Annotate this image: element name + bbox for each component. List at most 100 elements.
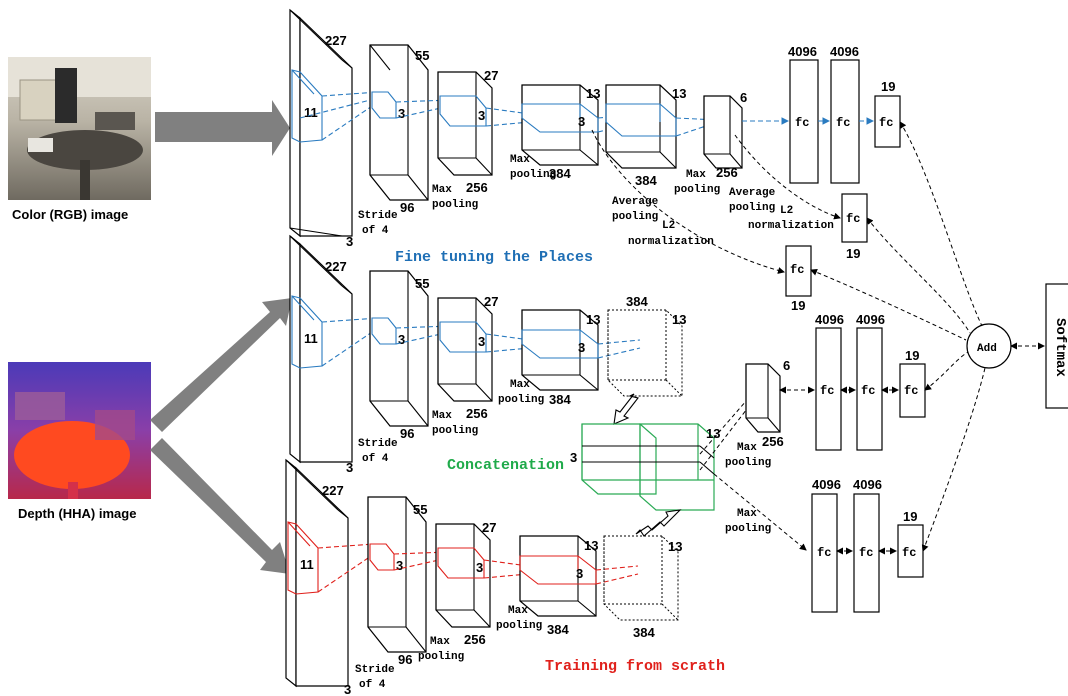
- concat-fc1: [815, 327, 842, 451]
- hha1-conv4-size: 13: [586, 312, 600, 327]
- concat-fc2-label: fc: [861, 384, 875, 398]
- rgb-conv5-channels: 384: [635, 173, 657, 188]
- scratch-fc1-size: 4096: [812, 477, 841, 492]
- hha2-input-size: 227: [322, 483, 344, 498]
- hha2-conv3-size: 27: [482, 520, 496, 535]
- hha1-conv2-size: 55: [415, 276, 429, 291]
- hha1-conv2-channels: 96: [400, 426, 414, 441]
- hha1-pool1-pooling: pooling: [432, 425, 478, 437]
- hha2-conv3-kernel: 3: [476, 560, 483, 575]
- hha1-conv5-size: 13: [672, 312, 686, 327]
- rgb-pool1-pooling: pooling: [432, 199, 478, 211]
- hha1-conv4-channels: 384: [549, 392, 571, 407]
- hha2-input-channels: 3: [344, 682, 351, 696]
- hha2-stride-2: of 4: [359, 679, 386, 691]
- softmax-box: [1045, 283, 1068, 409]
- rgb-fc2: [830, 59, 860, 184]
- rgb-pool-channels: 256: [716, 165, 738, 180]
- hha1-pool2-max: Max: [510, 379, 530, 391]
- hha1-stride-1: Stride: [358, 438, 398, 450]
- rgb-conv4-channels: 384: [549, 166, 571, 181]
- rgb-avgpool-pooling: pooling: [729, 202, 775, 214]
- scratch-fc3-size: 19: [903, 509, 917, 524]
- rgb-pool1-max: Max: [432, 184, 452, 196]
- rgb-pool2-max: Max: [510, 154, 530, 166]
- softmax-label: Softmax: [1052, 318, 1068, 377]
- rgb-fc1-label: fc: [795, 116, 809, 130]
- hha-finetune-network: 227 11 3 Stride of 4 55 3 96 Max pooling…: [289, 234, 686, 475]
- rgb-avg2-pooling: pooling: [612, 211, 658, 223]
- hha1-conv5-channels: 384: [626, 294, 648, 309]
- hha1-conv3-size: 27: [484, 294, 498, 309]
- rgb-side-fc-b-label: fc: [790, 263, 804, 277]
- concat-pool-pooling-b: pooling: [725, 523, 771, 535]
- rgb-conv3-size: 27: [484, 68, 498, 83]
- hha2-conv4-kernel: 3: [576, 566, 583, 581]
- concat-fc1-size: 4096: [815, 312, 844, 327]
- hha2-pool1-pooling: pooling: [418, 651, 464, 663]
- hha2-conv2-size: 55: [413, 502, 427, 517]
- hha2-stride-1: Stride: [355, 664, 395, 676]
- concatenation-title: Concatenation: [447, 457, 564, 474]
- rgb-pool3-max: Max: [686, 169, 706, 181]
- hha1-input-size: 227: [325, 259, 347, 274]
- hha2-pool2-max: Max: [508, 605, 528, 617]
- hha2-conv5-channels: 384: [633, 625, 655, 640]
- hha-lower-arrow: [150, 438, 290, 574]
- concat-fc3-size: 19: [905, 348, 919, 363]
- hha2-conv4-channels: 384: [547, 622, 569, 637]
- rgb-side-fc-b: [785, 245, 812, 297]
- add-label: Add: [977, 343, 997, 355]
- hha2-conv4-size: 13: [584, 538, 598, 553]
- rgb-fc3-size: 19: [881, 79, 895, 94]
- rgb-conv5-size: 13: [672, 86, 686, 101]
- scratch-fc2: [853, 493, 880, 613]
- rgb-pool2-pooling: pooling: [510, 169, 556, 181]
- rgb-conv3-channels: 256: [466, 180, 488, 195]
- rgb-side-fc-b-size: 19: [791, 298, 805, 313]
- hha1-conv2-kernel: 3: [398, 332, 405, 347]
- hha2-pool2-pooling: pooling: [496, 620, 542, 632]
- rgb-conv3-kernel: 3: [478, 108, 485, 123]
- hha1-pool2-pooling: pooling: [498, 394, 544, 406]
- hha2-conv5-size: 13: [668, 539, 682, 554]
- rgb-side-fc-a-label: fc: [846, 212, 860, 226]
- hha1-conv3-channels: 256: [466, 406, 488, 421]
- color-image: [8, 57, 151, 200]
- scratch-fc1-label: fc: [817, 546, 831, 560]
- fine-tuning-title: Fine tuning the Places: [395, 249, 593, 266]
- rgb-fc1-size: 4096: [788, 44, 817, 59]
- scratch-fc3-label: fc: [902, 546, 916, 560]
- training-title: Training from scrath: [545, 658, 725, 675]
- hha1-conv4-kernel: 3: [578, 340, 585, 355]
- scratch-fc1: [811, 493, 838, 613]
- concat-fc1-label: fc: [820, 384, 834, 398]
- concat-pool-max-b: Max: [737, 508, 757, 520]
- hha1-pool1-max: Max: [432, 410, 452, 422]
- hha2-kernel-size: 11: [300, 557, 314, 572]
- rgb-fc3-label: fc: [879, 116, 893, 130]
- fusion: Add Softmax: [810, 121, 1068, 552]
- rgb-side-fc-a-size: 19: [846, 246, 860, 261]
- hha1-stride-2: of 4: [362, 453, 389, 465]
- rgb-fc2-size: 4096: [830, 44, 859, 59]
- rgb-input-size: 227: [325, 33, 347, 48]
- rgb-network: 227 11 3 Stride of 4 55 3 96 Max pooling…: [289, 8, 901, 313]
- rgb-input-arrow: [155, 100, 290, 156]
- concat-fc2-size: 4096: [856, 312, 885, 327]
- depth-image: [8, 362, 151, 499]
- concat-channels: 3: [570, 450, 577, 465]
- color-image-caption: Color (RGB) image: [12, 207, 128, 222]
- hha1-conv3-kernel: 3: [478, 334, 485, 349]
- rgb-avgpool-label: Average: [729, 187, 776, 199]
- rgb-l2a-label: L2: [780, 205, 793, 217]
- rgb-kernel-size: 11: [304, 105, 318, 120]
- hha2-pool1-max: Max: [430, 636, 450, 648]
- concat-fc3-label: fc: [904, 384, 918, 398]
- rgb-stride-2: of 4: [362, 225, 389, 237]
- hha1-kernel-size: 11: [304, 331, 318, 346]
- hha1-input-channels: 3: [346, 460, 353, 475]
- rgb-fc2-label: fc: [836, 116, 850, 130]
- hha2-conv3-channels: 256: [464, 632, 486, 647]
- rgb-l2b-norm: normalization: [628, 236, 714, 248]
